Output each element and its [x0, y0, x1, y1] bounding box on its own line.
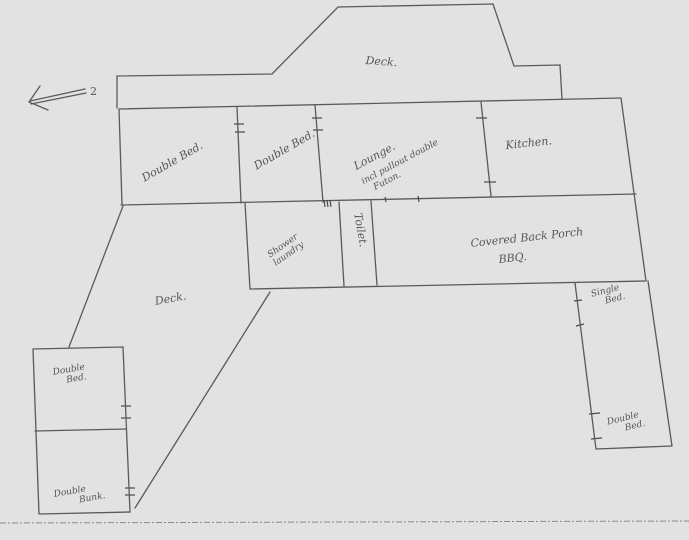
- door-marks: [121, 117, 603, 496]
- cabin-walls: [32, 346, 131, 515]
- deck-left-edge-2: [134, 291, 271, 509]
- north-arrow-label: 2: [90, 85, 97, 98]
- deck-top-outline: [116, 3, 563, 109]
- north-arrow-icon: [28, 85, 87, 111]
- room-label-bbq: BBQ.: [497, 250, 528, 266]
- bbq-line: BBQ.: [497, 250, 528, 266]
- right-wing-walls: [574, 280, 673, 450]
- room-label-deck-top: Deck.: [365, 54, 398, 70]
- paper-edge: [0, 520, 689, 524]
- main-house-walls: [118, 97, 647, 290]
- deck-left-edge: [68, 205, 124, 348]
